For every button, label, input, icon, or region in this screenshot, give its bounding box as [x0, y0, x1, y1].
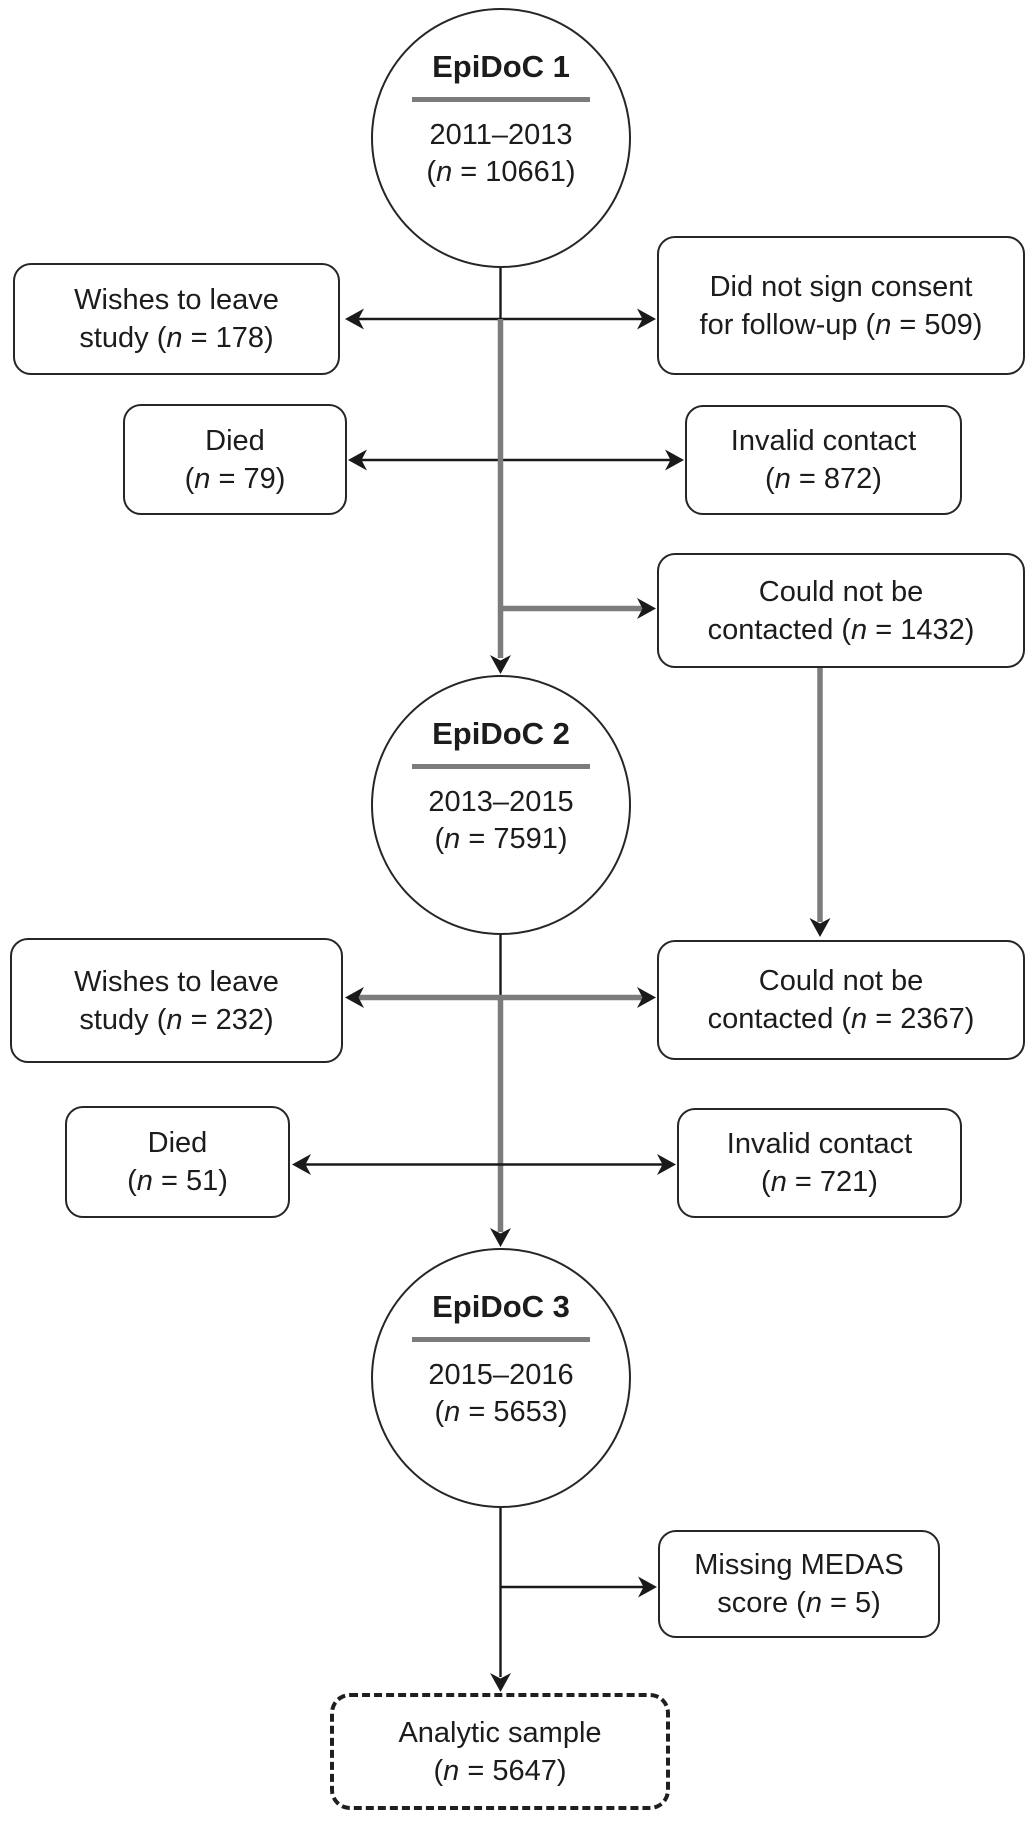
stage-node-epidoc3: EpiDoC 3 2015–2016 (n = 5653)	[371, 1248, 631, 1508]
connector-row2-double-arrow	[348, 449, 684, 471]
n-symbol: n	[166, 1003, 183, 1036]
connector-epidoc2-to-epidoc3	[490, 997, 511, 1247]
n-symbol: n	[774, 463, 791, 495]
box-label: Invalid contact(n = 872)	[730, 425, 917, 495]
stage-node-epidoc2: EpiDoC 2 2013–2015 (n = 7591)	[371, 675, 631, 935]
connector-not-contacted-1-to-2	[809, 668, 831, 937]
stage-sample-size: (n = 7591)	[434, 823, 568, 855]
n-symbol: n	[444, 1396, 461, 1428]
divider-line	[412, 97, 590, 102]
divider-line	[412, 1337, 590, 1342]
stage-sample-size: (n = 5653)	[434, 1396, 568, 1428]
n-symbol: n	[805, 1587, 822, 1619]
box-label: Died(n = 79)	[184, 424, 286, 495]
connector-branch-missing-medas	[500, 1576, 657, 1598]
stage-period: 2015–2016	[428, 1359, 574, 1391]
n-symbol: n	[166, 322, 183, 354]
connector-epidoc3-to-analytic	[490, 1508, 511, 1692]
stage-node-epidoc1: EpiDoC 1 2011–2013 (n = 10661)	[371, 8, 631, 268]
n-symbol: n	[444, 823, 461, 855]
n-symbol: n	[770, 1166, 787, 1198]
stage-sample-size: (n = 10661)	[426, 156, 576, 188]
exclusion-box-invalid-contact-1: Invalid contact(n = 872)	[685, 405, 962, 515]
exclusion-box-invalid-contact-2: Invalid contact(n = 721)	[677, 1108, 962, 1218]
analytic-sample-box: Analytic sample(n = 5647)	[330, 1693, 670, 1810]
box-label: Invalid contact(n = 721)	[726, 1128, 913, 1198]
stage-title: EpiDoC 2	[432, 716, 570, 751]
divider-line	[412, 764, 590, 769]
connector-row4-double-arrow	[292, 1154, 676, 1175]
stage-title: EpiDoC 1	[432, 49, 570, 84]
n-symbol: n	[875, 308, 892, 341]
stage-title: EpiDoC 3	[432, 1289, 570, 1324]
n-symbol: n	[851, 1003, 868, 1035]
n-symbol: n	[436, 156, 453, 188]
connector-epidoc1-to-epidoc2	[490, 319, 511, 674]
exclusion-box-died-2: Died(n = 51)	[65, 1106, 290, 1218]
connector-branch-not-contacted-1	[500, 598, 656, 619]
box-label: Died(n = 51)	[127, 1127, 228, 1197]
box-label: Analytic sample(n = 5647)	[398, 1716, 602, 1787]
n-symbol: n	[136, 1165, 153, 1197]
n-symbol: n	[194, 462, 211, 495]
n-symbol: n	[851, 613, 868, 646]
stage-period: 2011–2013	[429, 119, 573, 151]
n-symbol: n	[443, 1754, 460, 1787]
exclusion-box-died-1: Died(n = 79)	[123, 404, 347, 515]
stage-period: 2013–2015	[428, 786, 574, 818]
